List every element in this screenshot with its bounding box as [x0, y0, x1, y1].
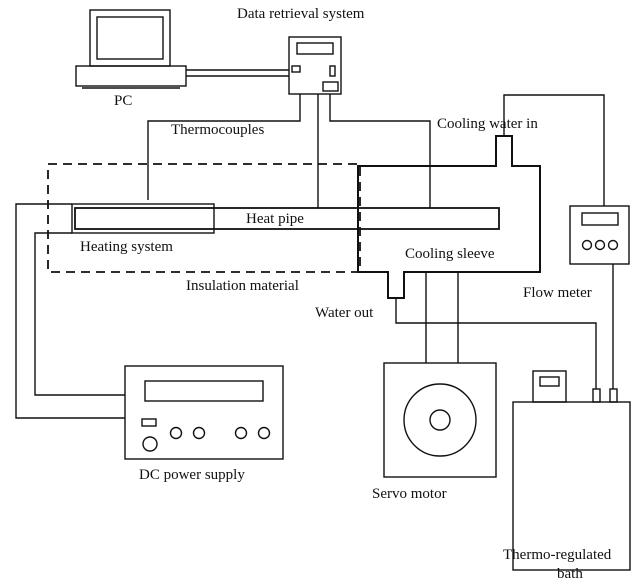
heat-pipe: [74, 207, 500, 230]
heat-pipe-label: Heat pipe: [246, 211, 304, 227]
power-leads: [15, 203, 125, 419]
insulation-box: [47, 163, 361, 273]
flow-meter: [569, 205, 630, 265]
heating-system-label: Heating system: [80, 239, 173, 255]
data-retrieval-label: Data retrieval system: [237, 6, 365, 22]
cooling-sleeve-label: Cooling sleeve: [405, 246, 495, 262]
flow-meter-label: Flow meter: [523, 285, 592, 301]
dc-power-supply: [124, 365, 284, 460]
cooling-sleeve: [357, 135, 541, 299]
water-lines: [395, 94, 614, 389]
pc-cable: [186, 69, 289, 77]
heating-system: [71, 203, 215, 234]
bath-label-line2: bath: [557, 566, 583, 582]
pc-computer: [75, 9, 187, 89]
thermocouples-label: Thermocouples: [171, 122, 265, 138]
water-out-label: Water out: [315, 305, 374, 321]
servo-motor: [383, 272, 497, 478]
insulation-label: Insulation material: [186, 278, 299, 294]
data-retrieval-unit: [288, 36, 342, 95]
pc-label: PC: [114, 93, 133, 109]
bath-label-line1: Thermo-regulated: [503, 547, 612, 563]
dc-power-label: DC power supply: [139, 467, 245, 483]
thermo-bath: [512, 370, 631, 571]
thermocouple-wires: [147, 94, 431, 208]
cooling-water-in-label: Cooling water in: [437, 116, 538, 132]
servo-motor-label: Servo motor: [372, 486, 447, 502]
